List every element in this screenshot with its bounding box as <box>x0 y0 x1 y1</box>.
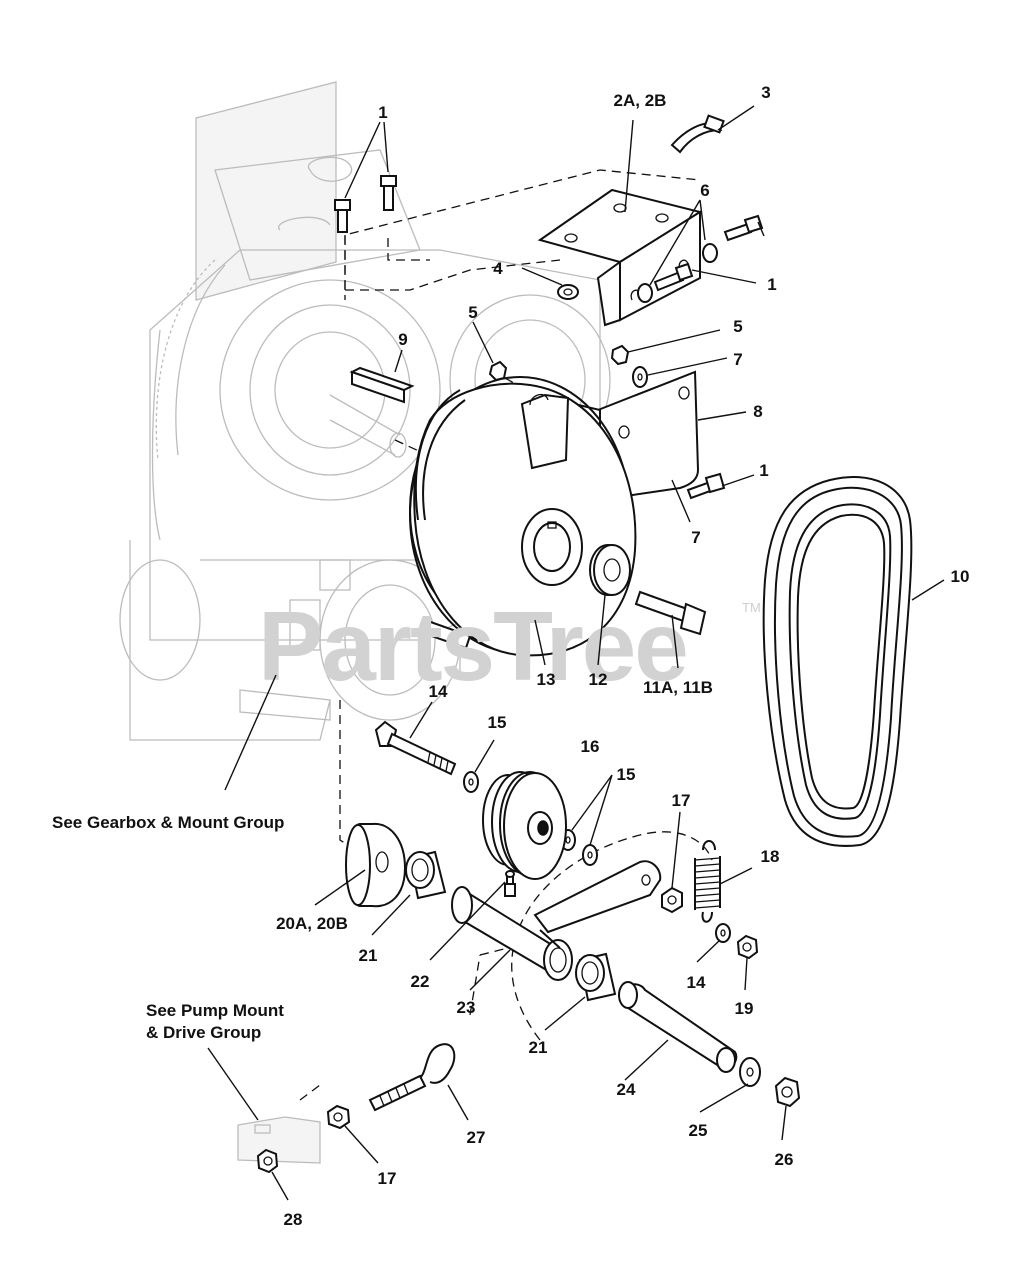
callout-17-upper: 17 <box>672 791 691 810</box>
part-21-bushing-b <box>575 952 617 1002</box>
callout-24: 24 <box>617 1080 636 1099</box>
callout-15-lower: 15 <box>617 765 636 784</box>
part-4-nut <box>557 284 579 300</box>
watermark-text: PartsTree <box>258 591 687 701</box>
callout-5-left: 5 <box>468 303 477 322</box>
callout-2a-2b: 2A, 2B <box>614 91 667 110</box>
part-9-key <box>349 366 415 404</box>
part-1-bolt-lower <box>686 472 726 500</box>
callout-22: 22 <box>411 972 430 991</box>
part-27-eyebolt <box>368 1043 456 1112</box>
callout-27: 27 <box>467 1128 486 1147</box>
callout-16: 16 <box>581 737 600 756</box>
part-17-nut-lower <box>326 1104 351 1130</box>
callout-14-lower: 14 <box>687 973 706 992</box>
part-13-clutch <box>409 376 637 657</box>
part-2-bracket <box>537 188 703 327</box>
part-19-nut <box>736 934 759 960</box>
callout-20a-20b: 20A, 20B <box>276 914 348 933</box>
reference-notes: See Gearbox & Mount Group See Pump Mount… <box>52 813 284 1042</box>
callout-12: 12 <box>589 670 608 689</box>
callout-7-upper: 7 <box>733 350 742 369</box>
part-12-spacer <box>589 544 631 596</box>
callout-6: 6 <box>700 181 709 200</box>
callout-18: 18 <box>761 847 780 866</box>
note-pump-mount-line1: See Pump Mount <box>146 1001 284 1020</box>
pump-mount-bracket <box>237 1116 321 1164</box>
part-25-washer <box>739 1057 761 1087</box>
callout-21-upper: 21 <box>359 946 378 965</box>
watermark-tm: TM <box>742 600 761 615</box>
part-22-grease-fitting <box>504 870 516 897</box>
part-26-nut <box>774 1076 801 1108</box>
part-14-bolt <box>374 720 457 776</box>
callout-15-upper: 15 <box>488 713 507 732</box>
callout-8: 8 <box>753 402 762 421</box>
part-23-idler-arm <box>451 860 662 981</box>
callout-17-lower: 17 <box>378 1169 397 1188</box>
part-28-nut <box>256 1148 279 1174</box>
part-1-bolts-top <box>334 175 397 233</box>
part-3-clip <box>670 114 725 154</box>
callout-21-lower: 21 <box>529 1038 548 1057</box>
callout-1-bracket: 1 <box>767 275 776 294</box>
callout-9: 9 <box>398 330 407 349</box>
part-6-lockwashers <box>637 243 718 303</box>
callout-11a-11b: 11A, 11B <box>643 678 713 697</box>
callout-23: 23 <box>457 998 476 1017</box>
callout-1-top: 1 <box>378 103 387 122</box>
callout-10: 10 <box>951 567 970 586</box>
part-1-bolts-bracket <box>653 214 764 292</box>
callout-5-right: 5 <box>733 317 742 336</box>
callout-28: 28 <box>284 1210 303 1229</box>
callout-19: 19 <box>735 999 754 1018</box>
callout-3: 3 <box>761 83 770 102</box>
callout-labels: 1 2A, 2B 3 6 4 1 9 5 5 7 8 1 7 10 13 12 … <box>276 83 969 1229</box>
callout-13: 13 <box>537 670 556 689</box>
callout-1-lower: 1 <box>759 461 768 480</box>
part-21-bushing-a <box>405 850 447 900</box>
note-pump-mount-line2: & Drive Group <box>146 1023 261 1042</box>
part-17-nut-upper <box>661 886 683 914</box>
part-20-roller <box>345 822 407 908</box>
part-10-belt <box>762 475 913 847</box>
callout-25: 25 <box>689 1121 708 1140</box>
part-14-washer <box>715 923 731 943</box>
watermark: PartsTree TM <box>258 591 761 701</box>
part-11-bolt <box>634 590 707 636</box>
callout-26: 26 <box>775 1150 794 1169</box>
part-18-spring <box>694 840 721 923</box>
callout-7-lower: 7 <box>691 528 700 547</box>
callout-4: 4 <box>493 259 503 278</box>
part-24-shaft <box>618 981 738 1073</box>
callout-leaders <box>207 105 945 1201</box>
part-16-idler-pulley <box>482 771 567 880</box>
note-gearbox-mount: See Gearbox & Mount Group <box>52 813 284 832</box>
callout-14-upper: 14 <box>429 682 448 701</box>
part-5-nuts <box>488 344 630 382</box>
